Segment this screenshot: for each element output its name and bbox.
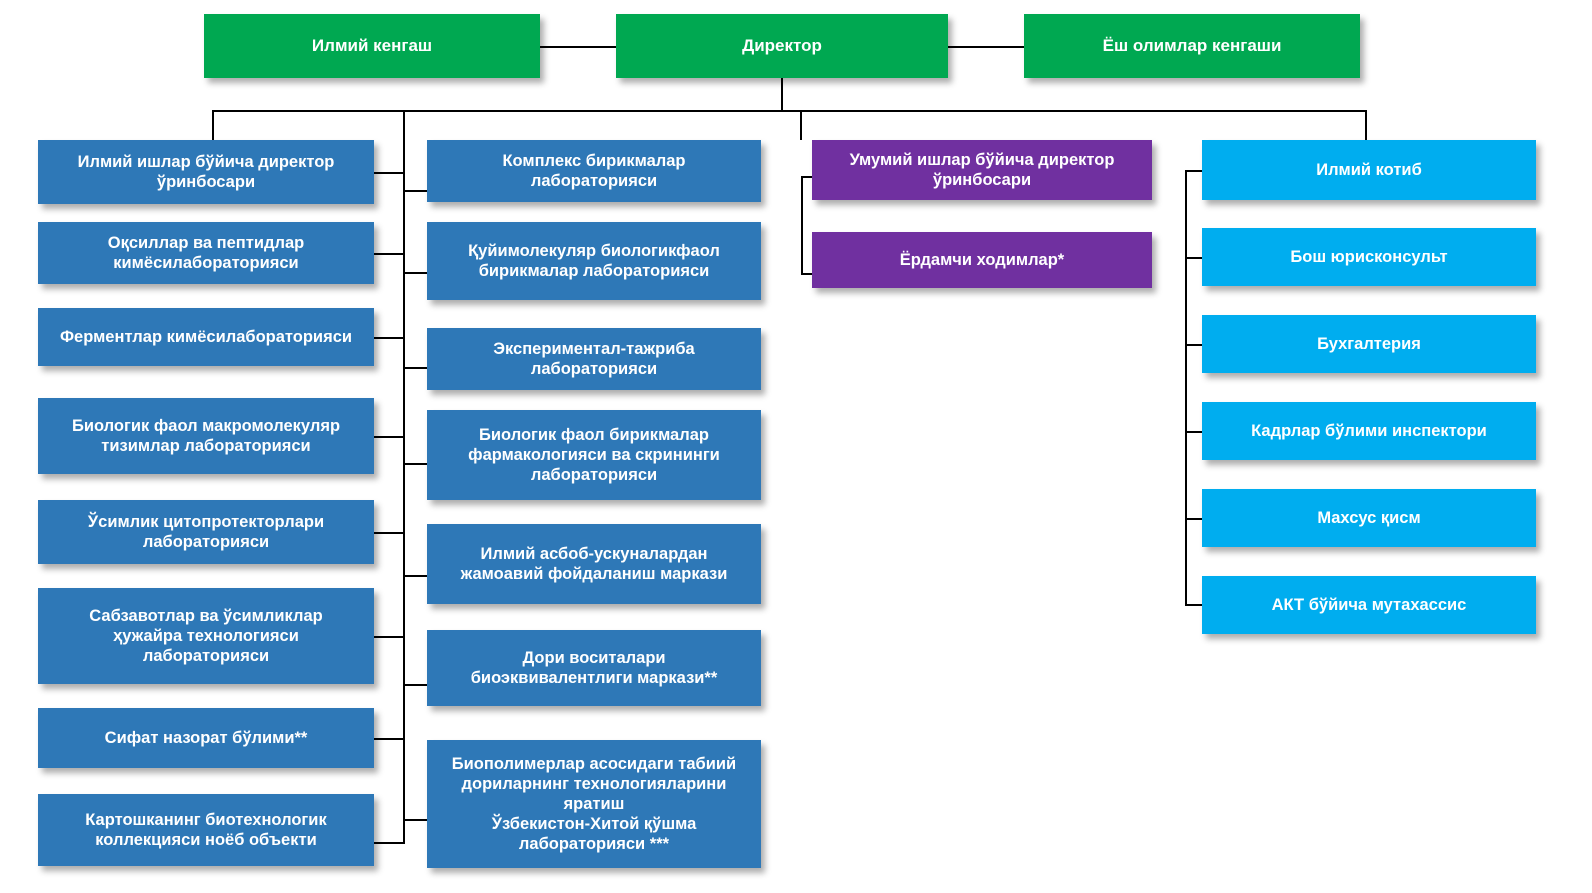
connector-council-director [540,46,616,48]
connector-bus-to-center-spine [403,110,405,174]
node-center-2[interactable]: Қуйимолекуляр биологикфаол бирикмалар ла… [427,222,761,300]
node-right-3[interactable]: Бухгалтерия [1202,315,1536,373]
node-center-1[interactable]: Комплекс бирикмалар лабораторияси [427,140,761,202]
node-young-scientists-council[interactable]: Ёш олимлар кенгаши [1024,14,1360,78]
node-center-6[interactable]: Дори воситалари биоэквивалентлиги марказ… [427,630,761,706]
connector-stub-cyan-3 [1185,344,1205,346]
connector-stub-purple-2 [801,273,818,275]
node-left-5[interactable]: Ўсимлик цитопротекторлари лабораторияси [38,500,374,564]
node-center-3[interactable]: Экспериментал-тажриба лабораторияси [427,328,761,390]
connector-stub-cyan-6 [1185,604,1205,606]
connector-center-spine [403,172,405,844]
connector-bus-to-purple [800,110,802,140]
node-right-1[interactable]: Илмий котиб [1202,140,1536,200]
connector-stub-cyan-5 [1185,518,1205,520]
connector-director-drop [781,78,783,111]
node-scientific-council[interactable]: Илмий кенгаш [204,14,540,78]
connector-purple-spine [801,176,803,275]
node-right-6[interactable]: АКТ бўйича мутахассис [1202,576,1536,634]
connector-stub-cyan-1 [1185,170,1205,172]
connector-stub-left-6 [374,636,405,638]
node-left-2[interactable]: Оқсиллар ва пептидлар кимёсилабораторияс… [38,222,374,284]
connector-stub-left-7 [374,738,405,740]
node-right-2[interactable]: Бош юрисконсульт [1202,228,1536,286]
connector-cyan-spine [1185,170,1187,605]
connector-stub-center-6 [403,684,429,686]
connector-stub-left-2 [374,253,405,255]
connector-stub-center-1 [403,190,429,192]
connector-stub-cyan-2 [1185,257,1205,259]
node-left-6[interactable]: Сабзавотлар ва ўсимликлар ҳужайра технол… [38,588,374,684]
node-right-5[interactable]: Махсус қисм [1202,489,1536,547]
connector-stub-center-7 [403,819,429,821]
connector-stub-left-1 [374,172,405,174]
connector-bus-to-left [212,110,214,140]
node-left-3[interactable]: Ферментлар кимёсилабораторияси [38,308,374,366]
connector-stub-left-5 [374,532,405,534]
connector-director-young [948,46,1024,48]
connector-stub-cyan-4 [1185,431,1205,433]
node-center-4[interactable]: Биологик фаол бирикмалар фармакологияси … [427,410,761,500]
node-purple-1[interactable]: Умумий ишлар бўйича директор ўринбосари [812,140,1152,200]
connector-main-bus [212,110,1367,112]
connector-stub-center-4 [403,463,429,465]
node-center-5[interactable]: Илмий асбоб-ускуналардан жамоавий фойдал… [427,524,761,604]
connector-stub-left-3 [374,337,405,339]
connector-stub-left-8 [374,842,405,844]
node-purple-2[interactable]: Ёрдамчи ходимлар* [812,232,1152,288]
connector-stub-center-5 [403,575,429,577]
node-left-1[interactable]: Илмий ишлар бўйича директор ўринбосари [38,140,374,204]
connector-stub-purple-1 [801,176,818,178]
node-director[interactable]: Директор [616,14,948,78]
node-left-4[interactable]: Биологик фаол макромолекуляр тизимлар ла… [38,398,374,474]
connector-stub-left-4 [374,436,405,438]
node-left-8[interactable]: Картошканинг биотехнологик коллекцияси н… [38,794,374,866]
connector-bus-to-cyan [1365,110,1367,140]
node-center-7[interactable]: Биополимерлар асосидаги табиий дориларни… [427,740,761,868]
connector-stub-center-2 [403,272,429,274]
node-right-4[interactable]: Кадрлар бўлими инспектори [1202,402,1536,460]
node-left-7[interactable]: Сифат назорат бўлими** [38,708,374,768]
connector-stub-center-3 [403,367,429,369]
